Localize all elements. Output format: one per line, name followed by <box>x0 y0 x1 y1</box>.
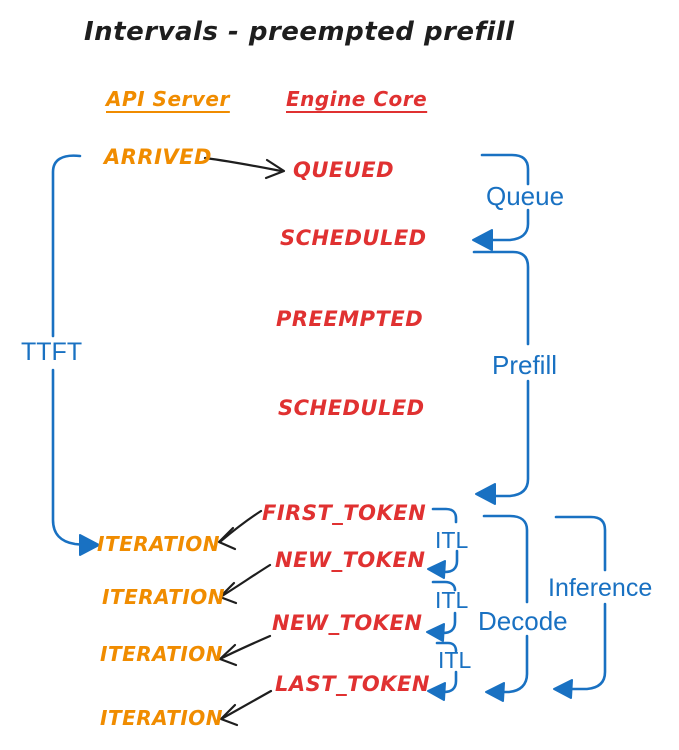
event-scheduled-1: SCHEDULED <box>280 226 427 250</box>
decode-bracket <box>482 514 529 694</box>
event-iteration-3: ITERATION <box>100 642 224 666</box>
arrow-new-token2-to-iteration <box>220 634 272 660</box>
event-first-token: FIRST_TOKEN <box>262 501 427 525</box>
arrowhead-new-token1-icon <box>218 581 238 605</box>
inference-arrowhead-icon <box>553 679 573 699</box>
itl1-arrowhead-icon <box>427 560 446 579</box>
interval-label-itl-3: ITL <box>438 647 472 673</box>
queue-arrowhead-icon <box>472 229 493 251</box>
interval-label-itl-1: ITL <box>435 527 469 553</box>
prefill-bracket <box>472 250 530 498</box>
arrow-new-token1-to-iteration <box>220 563 272 598</box>
arrow-first-token-to-iteration <box>219 509 263 543</box>
arrow-arrived-to-queued <box>203 156 283 173</box>
interval-label-decode: Decode <box>478 606 568 636</box>
event-queued: QUEUED <box>293 158 395 182</box>
event-new-token-1: NEW_TOKEN <box>275 548 426 572</box>
ttft-bracket <box>51 154 87 547</box>
itl2-bracket-top <box>431 580 457 592</box>
event-iteration-2: ITERATION <box>102 585 226 609</box>
page-title: Intervals - preempted prefill <box>84 17 515 47</box>
interval-label-itl-2: ITL <box>435 587 469 613</box>
blue-brackets <box>51 153 607 694</box>
arrowhead-new-token2-icon <box>218 643 238 667</box>
queue-bracket <box>480 153 530 242</box>
column-header-engine-core: Engine Core <box>286 87 428 111</box>
ttft-arrowhead-icon <box>79 534 100 556</box>
arrowhead-arrived-to-queued-icon <box>264 158 286 180</box>
inference-bracket <box>554 515 607 691</box>
event-iteration-1: ITERATION <box>97 532 221 556</box>
decode-arrowhead-icon <box>485 682 505 702</box>
itl3-bracket-top <box>435 641 458 653</box>
interval-label-queue: Queue <box>486 181 565 211</box>
interval-label-ttft: TTFT <box>21 338 83 366</box>
event-scheduled-2: SCHEDULED <box>278 396 425 420</box>
arrowhead-last-token-icon <box>219 703 239 727</box>
column-header-api-server: API Server <box>106 87 230 111</box>
itl3-arrowhead-icon <box>427 682 446 701</box>
blue-arrowheads <box>79 229 573 702</box>
prefill-arrowhead-icon <box>475 483 496 505</box>
black-arrows <box>203 156 286 727</box>
itl1-bracket-top <box>431 507 458 524</box>
event-arrived: ARRIVED <box>104 145 212 169</box>
itl2-arrowhead-icon <box>426 623 445 642</box>
event-iteration-4: ITERATION <box>100 706 224 730</box>
event-last-token: LAST_TOKEN <box>275 672 430 696</box>
arrow-last-token-to-iteration <box>221 689 273 720</box>
event-new-token-2: NEW_TOKEN <box>272 611 423 635</box>
interval-label-prefill: Prefill <box>492 350 558 380</box>
arrowhead-first-token-icon <box>217 526 237 551</box>
interval-label-inference: Inference <box>548 574 653 602</box>
event-preempted: PREEMPTED <box>276 307 424 331</box>
